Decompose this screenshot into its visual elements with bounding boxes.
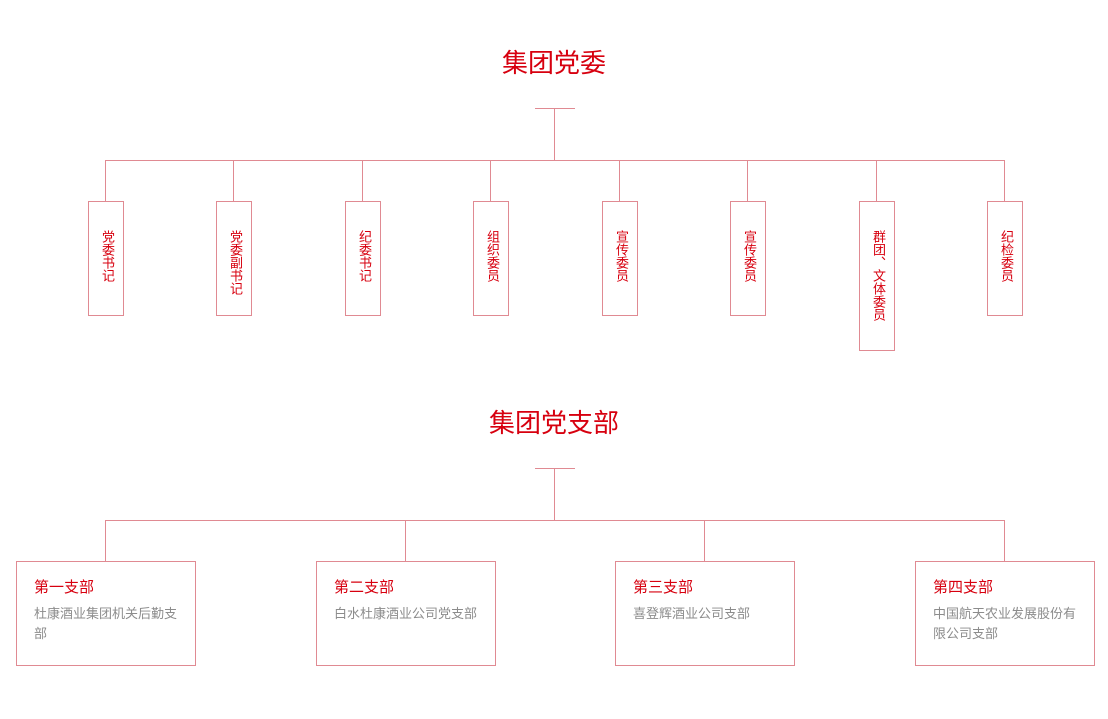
branch-description: 喜登辉酒业公司支部: [633, 607, 751, 622]
connector: [704, 520, 705, 561]
connector: [105, 160, 106, 201]
connector: [362, 160, 363, 201]
connector: [619, 160, 620, 201]
branch-name: 第二支部: [334, 578, 395, 596]
committee-member-label: 组织委员: [484, 230, 499, 282]
committee-member-label: 党委书记: [99, 230, 114, 282]
branches-title: 集团党支部: [488, 409, 619, 439]
connector: [233, 160, 234, 201]
branch-card: 第三支部 喜登辉酒业公司支部: [615, 561, 795, 666]
connector: [105, 520, 1005, 521]
connector: [1004, 520, 1005, 561]
branch-name: 第四支部: [933, 578, 994, 596]
committee-member-label: 宣传委员: [741, 230, 756, 282]
branch-card: 第一支部 杜康酒业集团机关后勤支部: [16, 561, 196, 666]
committee-member: 党委副书记: [216, 201, 252, 316]
branch-description: 杜康酒业集团机关后勤支部: [34, 607, 178, 642]
branch-description: 白水杜康酒业公司党支部: [334, 607, 478, 622]
committee-member: 宣传委员: [602, 201, 638, 316]
branch-name: 第三支部: [633, 578, 694, 596]
connector: [535, 468, 575, 469]
committee-member: 纪检委员: [987, 201, 1023, 316]
committee-title: 集团党委: [501, 49, 606, 79]
connector: [747, 160, 748, 201]
connector: [554, 468, 555, 520]
committee-member: 组织委员: [473, 201, 509, 316]
committee-member-label: 群团、文体委员: [870, 230, 885, 321]
connector: [554, 108, 555, 160]
committee-member: 纪委书记: [345, 201, 381, 316]
connector: [105, 160, 1005, 161]
connector: [535, 108, 575, 109]
connector: [105, 520, 106, 561]
branch-name: 第一支部: [34, 578, 95, 596]
connector: [405, 520, 406, 561]
connector: [490, 160, 491, 201]
committee-member: 群团、文体委员: [859, 201, 895, 351]
connector: [876, 160, 877, 201]
branch-card: 第二支部 白水杜康酒业公司党支部: [316, 561, 496, 666]
committee-member-label: 宣传委员: [613, 230, 628, 282]
committee-member: 党委书记: [88, 201, 124, 316]
committee-member-label: 纪委书记: [356, 230, 371, 282]
committee-member: 宣传委员: [730, 201, 766, 316]
branch-card: 第四支部 中国航天农业发展股份有限公司支部: [915, 561, 1095, 666]
connector: [1004, 160, 1005, 201]
committee-member-label: 党委副书记: [227, 230, 242, 295]
committee-member-label: 纪检委员: [998, 230, 1013, 282]
branch-description: 中国航天农业发展股份有限公司支部: [933, 607, 1077, 642]
